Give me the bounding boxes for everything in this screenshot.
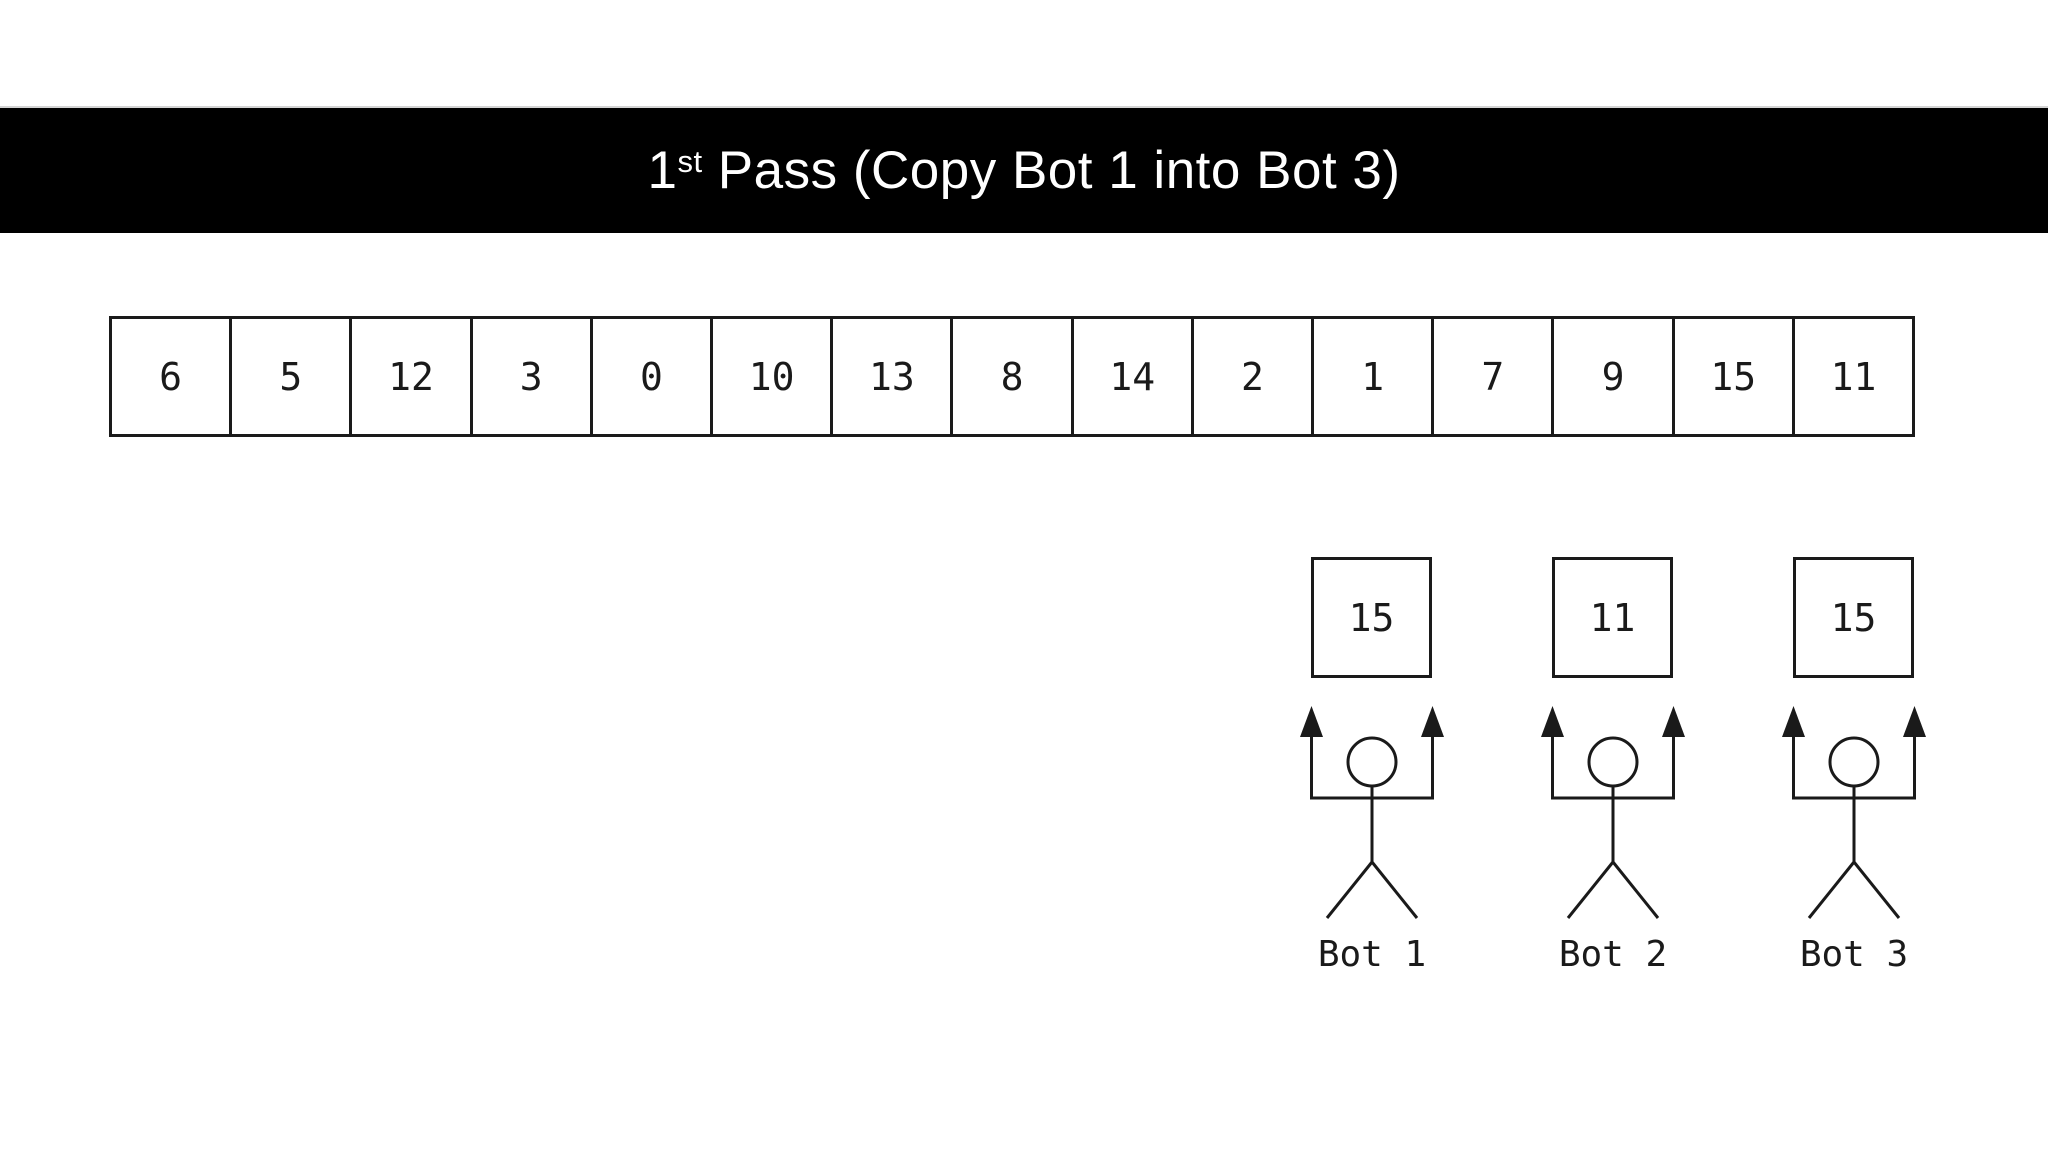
bot-1-stick-figure-icon xyxy=(1300,706,1444,919)
array-cell: 14 xyxy=(1070,319,1191,434)
left-up-arrow-icon xyxy=(1300,706,1323,737)
array-cell: 0 xyxy=(589,319,710,434)
array-cell: 10 xyxy=(710,319,830,434)
array-cell: 8 xyxy=(950,319,1070,434)
slide-title-ordinal-suffix: st xyxy=(677,144,703,179)
bot-head-circle xyxy=(1346,736,1398,788)
bot-1-value: 15 xyxy=(1348,595,1395,640)
array-cell: 6 xyxy=(159,354,183,399)
bot-left-leg-line xyxy=(1325,861,1374,919)
array-cell: 1 xyxy=(1311,319,1431,434)
bot-head-circle xyxy=(1828,736,1880,788)
right-up-arrow-icon xyxy=(1421,706,1444,737)
array-cell: 3 xyxy=(469,319,590,434)
left-up-arrow-icon xyxy=(1782,706,1805,737)
bot-2: 11 Bot 2 xyxy=(1523,557,1703,987)
bot-left-leg-line xyxy=(1807,861,1856,919)
bot-3-value-box: 15 xyxy=(1793,557,1914,678)
bot-1: 15 Bot 1 xyxy=(1282,557,1462,987)
array-cell: 7 xyxy=(1431,319,1551,434)
bot-3: 15 Bot 3 xyxy=(1764,557,1944,987)
bot-1-label: Bot 1 xyxy=(1317,934,1427,975)
bot-3-label: Bot 3 xyxy=(1799,934,1909,975)
bot-right-leg-line xyxy=(1852,861,1901,919)
bot-2-label: Bot 2 xyxy=(1558,934,1668,975)
array-cell: 15 xyxy=(1671,319,1792,434)
title-banner: 1st Pass (Copy Bot 1 into Bot 3) xyxy=(0,106,2048,233)
right-up-arrow-icon xyxy=(1662,706,1685,737)
bot-right-leg-line xyxy=(1611,861,1660,919)
array-cell: 2 xyxy=(1190,319,1311,434)
slide-title-number: 1 xyxy=(647,141,678,200)
array-cell: 9 xyxy=(1551,319,1671,434)
array-cell: 5 xyxy=(229,319,349,434)
bot-1-value-box: 15 xyxy=(1311,557,1432,678)
array-cell: 13 xyxy=(830,319,950,434)
bot-2-value: 11 xyxy=(1589,595,1636,640)
slide-title: 1st Pass (Copy Bot 1 into Bot 3) xyxy=(647,140,1400,201)
array-cell: 12 xyxy=(349,319,469,434)
slide-title-text: Pass (Copy Bot 1 into Bot 3) xyxy=(702,141,1401,200)
array-row: 6 5 12 3 0 10 13 8 14 2 1 7 9 15 11 xyxy=(109,316,1915,437)
array-cell: 11 xyxy=(1791,319,1912,434)
right-up-arrow-icon xyxy=(1903,706,1926,737)
left-up-arrow-icon xyxy=(1541,706,1564,737)
bot-2-value-box: 11 xyxy=(1552,557,1673,678)
bot-right-leg-line xyxy=(1370,861,1419,919)
bot-2-stick-figure-icon xyxy=(1541,706,1685,919)
bot-head-circle xyxy=(1587,736,1639,788)
bot-3-value: 15 xyxy=(1830,595,1877,640)
bot-left-leg-line xyxy=(1566,861,1615,919)
bot-3-stick-figure-icon xyxy=(1782,706,1926,919)
